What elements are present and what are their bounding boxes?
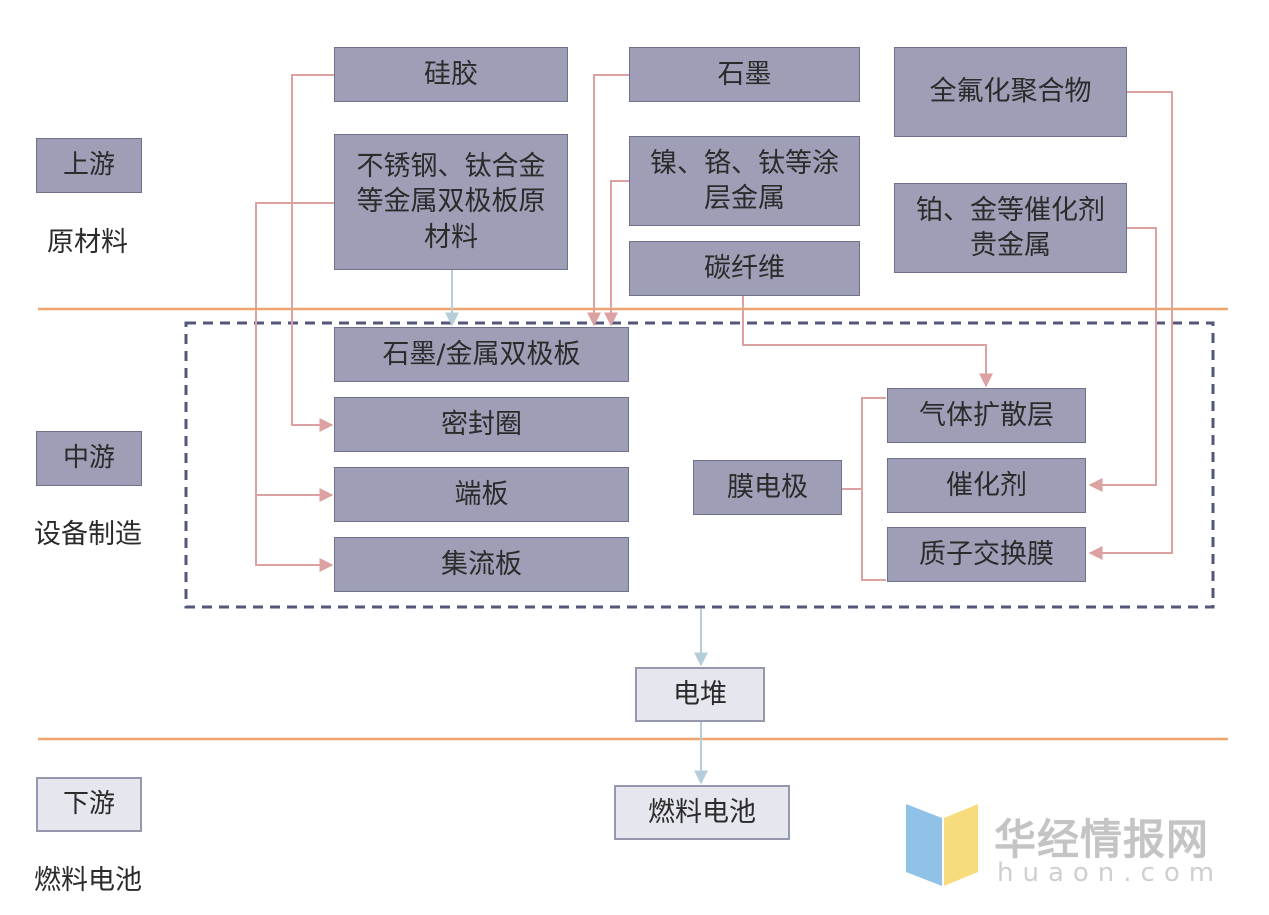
fuel-cell-box: 燃料电池: [614, 785, 790, 840]
arrow-catalyst-metals-to-catalyst: [1088, 227, 1157, 492]
upstream-stage-tag: 上游: [36, 138, 142, 193]
arrow-silica-to-seal: [291, 74, 334, 432]
upstream-stage-label: 原材料: [47, 227, 128, 258]
arrow-coating-to-bipolar: [604, 180, 629, 327]
coating-metals-box: 镍、铬、钛等涂层金属: [629, 136, 860, 226]
seal-ring-box: 密封圈: [334, 397, 629, 452]
mea-box: 膜电极: [693, 460, 842, 515]
midstream-stage-label: 设备制造: [34, 519, 142, 550]
arrow-carbon-to-gdl: [742, 296, 993, 388]
arrow-metal-to-end-plate: [255, 202, 334, 502]
mea-bracket: [842, 397, 886, 581]
midstream-dashed-frame: [184, 321, 1215, 609]
catalyst-box: 催化剂: [887, 458, 1086, 513]
proton-exchange-membrane-box: 质子交换膜: [887, 527, 1086, 582]
silica-gel-box: 硅胶: [334, 47, 568, 102]
catalyst-metals-box: 铂、金等催化剂贵金属: [894, 183, 1127, 273]
stack-box: 电堆: [635, 667, 765, 722]
watermark-logo-icon: [906, 804, 978, 886]
graphite-box: 石墨: [629, 47, 860, 102]
end-plate-box: 端板: [334, 467, 629, 522]
bipolar-plate-box: 石墨/金属双极板: [334, 327, 629, 382]
arrow-perfluoro-to-pem: [1088, 91, 1173, 560]
carbon-fiber-box: 碳纤维: [629, 241, 860, 296]
midstream-stage-tag: 中游: [36, 431, 142, 486]
arrow-metal-to-collector: [255, 495, 334, 572]
gas-diffusion-layer-box: 气体扩散层: [887, 388, 1086, 443]
collector-plate-box: 集流板: [334, 537, 629, 592]
watermark-name: 华经情报网: [994, 815, 1210, 864]
downstream-stage-tag: 下游: [36, 777, 142, 832]
perfluoro-polymer-box: 全氟化聚合物: [894, 47, 1127, 137]
watermark-domain: huaon.com: [997, 858, 1224, 888]
arrow-graphite-to-bipolar: [587, 74, 629, 327]
downstream-stage-label: 燃料电池: [34, 865, 142, 896]
metal-bipolar-raw-box: 不锈钢、钛合金等金属双极板原材料: [334, 134, 568, 270]
